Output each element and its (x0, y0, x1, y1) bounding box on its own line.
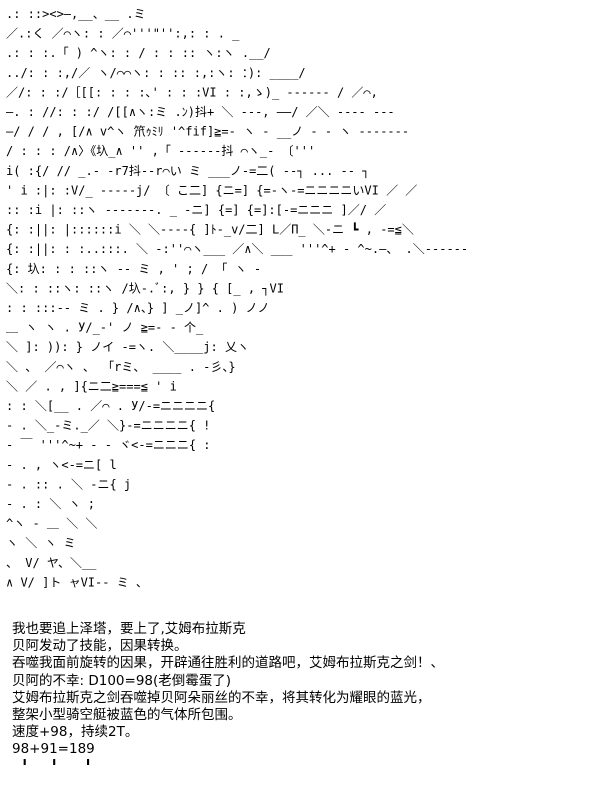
ascii-art-line: ―. : //: : :/ /[[∧ヽ:ミ .ﾝ)抖+ ＼ ---, ――/ ／… (6, 105, 395, 119)
ascii-art-line: i( :{/ // _.- -r7抖--r⌒い ミ ___ノ-=二( -‐┐ .… (6, 164, 369, 178)
ascii-art-line: {: :||: |::::::i ＼ ＼----{ ]ﾄ-_v/二] L／Π_ … (6, 222, 414, 237)
ascii-art-line: {: :||: : :..:::. ＼ ‐:''⌒ヽ___ ／∧＼ ___ ''… (6, 242, 468, 256)
ascii-art-line: ∧ V/ ]ト ャVI-- ミ 、 (6, 575, 148, 589)
ascii-art-line: ‐ . , ヽ<‐=ニ[ l (6, 458, 117, 472)
ascii-art-line: ‐ . ＼_‐ミ._／ ＼}-=ニニニニ{ ! (6, 419, 210, 433)
ascii-art-line: ヽ ＼ ヽ ミ (6, 536, 76, 550)
ascii-art-line: ＼ 、 ／⌒ヽ 、 「rミ、 ____ . ‐彡、} (6, 360, 236, 374)
ascii-art-line: {: 圦: : : ::ヽ ‐- ミ , ' ; / 「 ヽ - (6, 262, 261, 276)
story-line: 98+91=189 (12, 741, 95, 758)
ascii-art-line: ‐ . :: . ＼ ‐ニ{ j (6, 477, 131, 491)
ascii-art-line: ＼ ]: )): } ノイ -=ヽ. ＼____j: 乂ヽ (6, 340, 249, 354)
ascii-art-line: ‐ ￣ '''^~+ ‐ ‐ ヾ<‐=ニニニ{ : (6, 438, 211, 452)
ascii-art-line: / : : : /∧〉《圦_∧ '' ,「 ------抖 ⌒ヽ_‐ 〔''' (6, 144, 315, 158)
ascii-art-line: ＼ ／ . , ]{ニ二≧===≦ ' i (6, 379, 177, 393)
ascii-art-line: .: ::><>―,__、__ .ミ (6, 7, 146, 21)
story-line: 我也要追上泽塔，要上了,艾姆布拉斯克 (12, 621, 246, 637)
ascii-art-line: 、 V/ ヤ、＼__ (6, 556, 97, 570)
story-line: 贝阿发动了技能，因果转换。 (12, 638, 188, 655)
ascii-art-line: : : ＼[__ . ／⌒ . У/‐=ニニニニ{ (6, 399, 215, 413)
ascii-art-line: ／/: : :/［[[: : : :､' : : :VI : :,ゝ)_ ---… (6, 85, 378, 99)
ascii-art-line: ／.:く ／⌒ヽ: : ／⌒'''"'':,: : . _ (6, 27, 240, 41)
ascii-art-line: ../: : :,/／ ヽ/⌒⌒ヽ: : :: :,:ヽ: ：): ____/ (6, 66, 306, 80)
ascii-art-line: ＼: : ::ヽ: ::ヽ /圦-.ﾞ:, } } { [_ , ┐VI (6, 281, 284, 295)
ascii-art-canvas: .: ::><>―,__、__ .ミ ／.:く ／⌒ヽ: : ／⌒'''"'':… (6, 7, 468, 589)
story-line: 速度+98，持续2T。 (12, 724, 139, 741)
story-text-block: 我也要追上泽塔，要上了,艾姆布拉斯克贝阿发动了技能，因果转换。吞噬我面前旋转的因… (12, 621, 607, 765)
ascii-art-line: ＿ ヽ ヽ . У/_‐' ノ ≧=- ‐ 个_ (6, 321, 204, 335)
story-line: , ┃ . , ┃ .. , ┃ (12, 759, 607, 765)
story-line: 艾姆布拉斯克之剑吞噬掉贝阿朵丽丝的不幸，将其转化为耀眼的蓝光， (12, 689, 431, 706)
ascii-art-line: :: :i |: ::ヽ -------. _ ‐ニ] {=] {=]:[-=ニ… (6, 203, 386, 217)
ascii-art-line: : : :::-- ミ . } /∧、} ] _ノ]^ . ) ノノ (6, 301, 270, 315)
ascii-art-line: ' i :|: :V/_ -----j/ 〔 こ二] {ニ=] {=‐ヽ-=ニニ… (6, 183, 417, 197)
ascii-art-line: ―/ / / , [/∧ v^ヽ 笊ｩﾐﾘ '^fif]≧=- ヽ ‐ __ノ … (6, 124, 409, 139)
story-line: 吞噬我面前旋转的因果，开辟通往胜利的道路吧，艾姆布拉斯克之剑！、 (12, 655, 444, 672)
ascii-art-line: .: : :.「 ) ^ヽ: : / : : :: ヽ:ヽ .__/ (6, 46, 271, 60)
story-line: 整架小型骑空艇被蓝色的气体所包围。 (12, 707, 242, 724)
ascii-art-line: ‐ . : ＼ ヽ ; (6, 497, 95, 511)
ascii-art-illustration: .: ::><>―,__、__ .ミ ／.:く ／⌒ヽ: : ／⌒'''"'':… (6, 7, 468, 589)
ascii-art-line: ^ヽ ‐ ＿ ＼ ＼ (6, 517, 97, 531)
story-line: 贝阿的不幸: D100=98(老倒霉蛋了) (12, 672, 232, 689)
